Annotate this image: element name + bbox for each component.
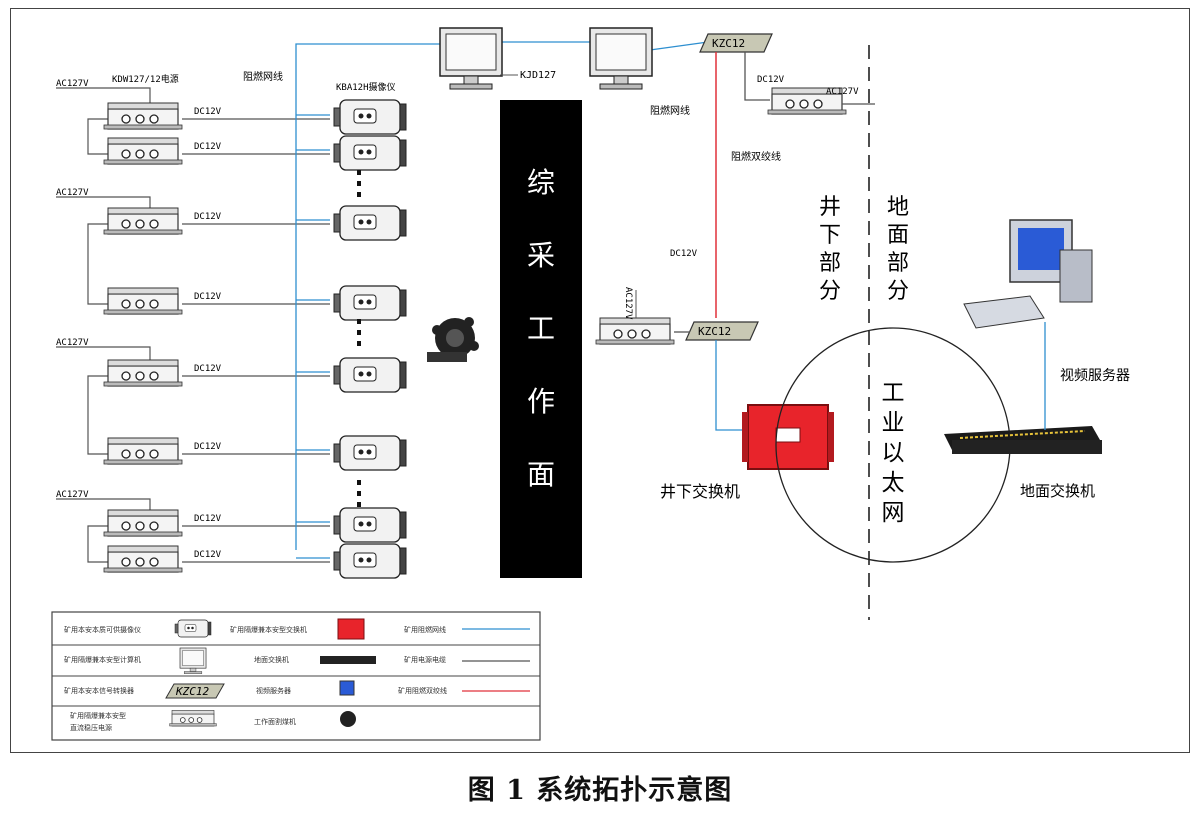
svg-text:KZC12: KZC12 [175,685,209,698]
camera-icon [333,205,407,241]
computer-icon [439,27,503,90]
under-char: 井 [819,195,841,220]
svg-text:矿用本安本信号转换器: 矿用本安本信号转换器 [64,686,134,695]
diagram-frame [10,8,1190,753]
topology-diagram: AC127V KDW127/12电源 KBA12H摄像仪 AC127V AC127V AC… [51,27,1130,741]
ac-vert-label: AC127V [623,287,633,320]
svg-text:矿用电源电缆: 矿用电源电缆 [404,655,446,664]
underground-switch-label: 井下交换机 [660,482,740,501]
ellipsis-dots [357,170,361,507]
underground-switch-icon [742,404,834,470]
ethernet-char: 太 [882,470,905,496]
ac-label-tr: AC127V [826,87,859,97]
camera-icon [333,507,407,543]
dc-label: DC12V [194,142,222,152]
dc-label-mid: DC12V [670,249,698,259]
cable-label: 阻燃网线 [243,70,283,83]
camera-icon [333,435,407,471]
legend-text: 矿用本安本质可供摄像仪 矿用隔爆兼本安型交换机 矿用阻燃网线 矿用隔爆兼本安型计… [64,625,447,732]
dc-label: DC12V [194,292,222,302]
ac-label: AC127V [56,79,89,89]
face-char: 面 [527,458,555,491]
dc-label-tr: DC12V [757,75,785,85]
under-char: 部 [819,251,841,276]
power-supply-icon [103,102,183,130]
under-char: 下 [819,223,841,248]
left-equipment-group: AC127V KDW127/12电源 KBA12H摄像仪 AC127V AC127V AC… [56,73,407,579]
ac-label: AC127V [56,338,89,348]
ethernet-char: 工 [882,380,905,406]
power-supply-icon [103,207,183,235]
working-face-bar [500,100,582,578]
psu-mid-right [595,317,675,345]
camera-icon [333,357,407,393]
face-char: 采 [527,239,555,272]
svg-text:矿用阻燃双绞线: 矿用阻燃双绞线 [398,686,447,695]
computer-icon [589,27,653,90]
net-cable-label: 阻燃网线 [650,104,690,117]
surface-char: 部 [887,251,909,276]
camera-icon [333,135,407,171]
psu-title: KDW127/12电源 [112,73,179,85]
dc-label: DC12V [194,514,222,524]
figure-caption: 图 1 系统拓扑示意图 [467,775,733,806]
camera-icon [333,285,407,321]
camera-icon [333,99,407,135]
video-server-label: 视频服务器 [1060,368,1130,384]
ac-label: AC127V [56,490,89,500]
dc-label: DC12V [194,442,222,452]
camera-icon [333,543,407,579]
ac-label: AC127V [56,188,89,198]
svg-text:直流稳压电源: 直流稳压电源 [70,723,112,732]
ethernet-char: 网 [882,500,905,526]
ethernet-char: 业 [882,410,905,436]
face-char: 工 [527,312,555,345]
kzc-bottom-label: KZC12 [698,325,731,338]
svg-text:工作面割煤机: 工作面割煤机 [254,717,296,726]
power-supply-icon [103,137,183,165]
svg-text:视频服务器: 视频服务器 [256,686,291,695]
camera-title: KBA12H摄像仪 [336,81,396,93]
dc-label: DC12V [194,364,222,374]
svg-text:矿用本安本质可供摄像仪: 矿用本安本质可供摄像仪 [64,625,141,634]
surface-char: 面 [887,223,909,248]
power-supply-icon [103,287,183,315]
kjd-label: KJD127 [520,70,556,81]
surface-char: 分 [887,279,909,304]
svg-text:地面交换机: 地面交换机 [254,655,289,664]
power-supply-icon [103,509,183,537]
surface-computer-icon [963,219,1093,329]
legend-box [51,611,541,741]
power-supply-icon [103,437,183,465]
twisted-label: 阻燃双绞线 [731,150,781,163]
under-char: 分 [819,279,841,304]
face-char: 作 [527,385,555,418]
dc-label: DC12V [194,107,222,117]
surface-switch-icon [944,426,1102,454]
kzc-top-label: KZC12 [712,37,745,50]
legend-symbols: KZC12 [165,618,530,727]
shearer-icon [427,317,479,362]
ethernet-char: 以 [882,440,905,466]
dc-label: DC12V [194,212,222,222]
face-char: 综 [527,166,555,199]
top-network-cable [295,41,709,559]
svg-text:矿用隔爆兼本安型计算机: 矿用隔爆兼本安型计算机 [64,655,141,664]
power-supply-icon [103,359,183,387]
power-supply-icon [103,545,183,573]
dc-label: DC12V [194,550,222,560]
svg-text:矿用隔爆兼本安型: 矿用隔爆兼本安型 [70,711,126,720]
svg-text:矿用隔爆兼本安型交换机: 矿用隔爆兼本安型交换机 [230,625,307,634]
surface-switch-label: 地面交换机 [1020,482,1095,500]
surface-char: 地 [887,195,909,220]
svg-text:矿用阻燃网线: 矿用阻燃网线 [404,625,446,634]
